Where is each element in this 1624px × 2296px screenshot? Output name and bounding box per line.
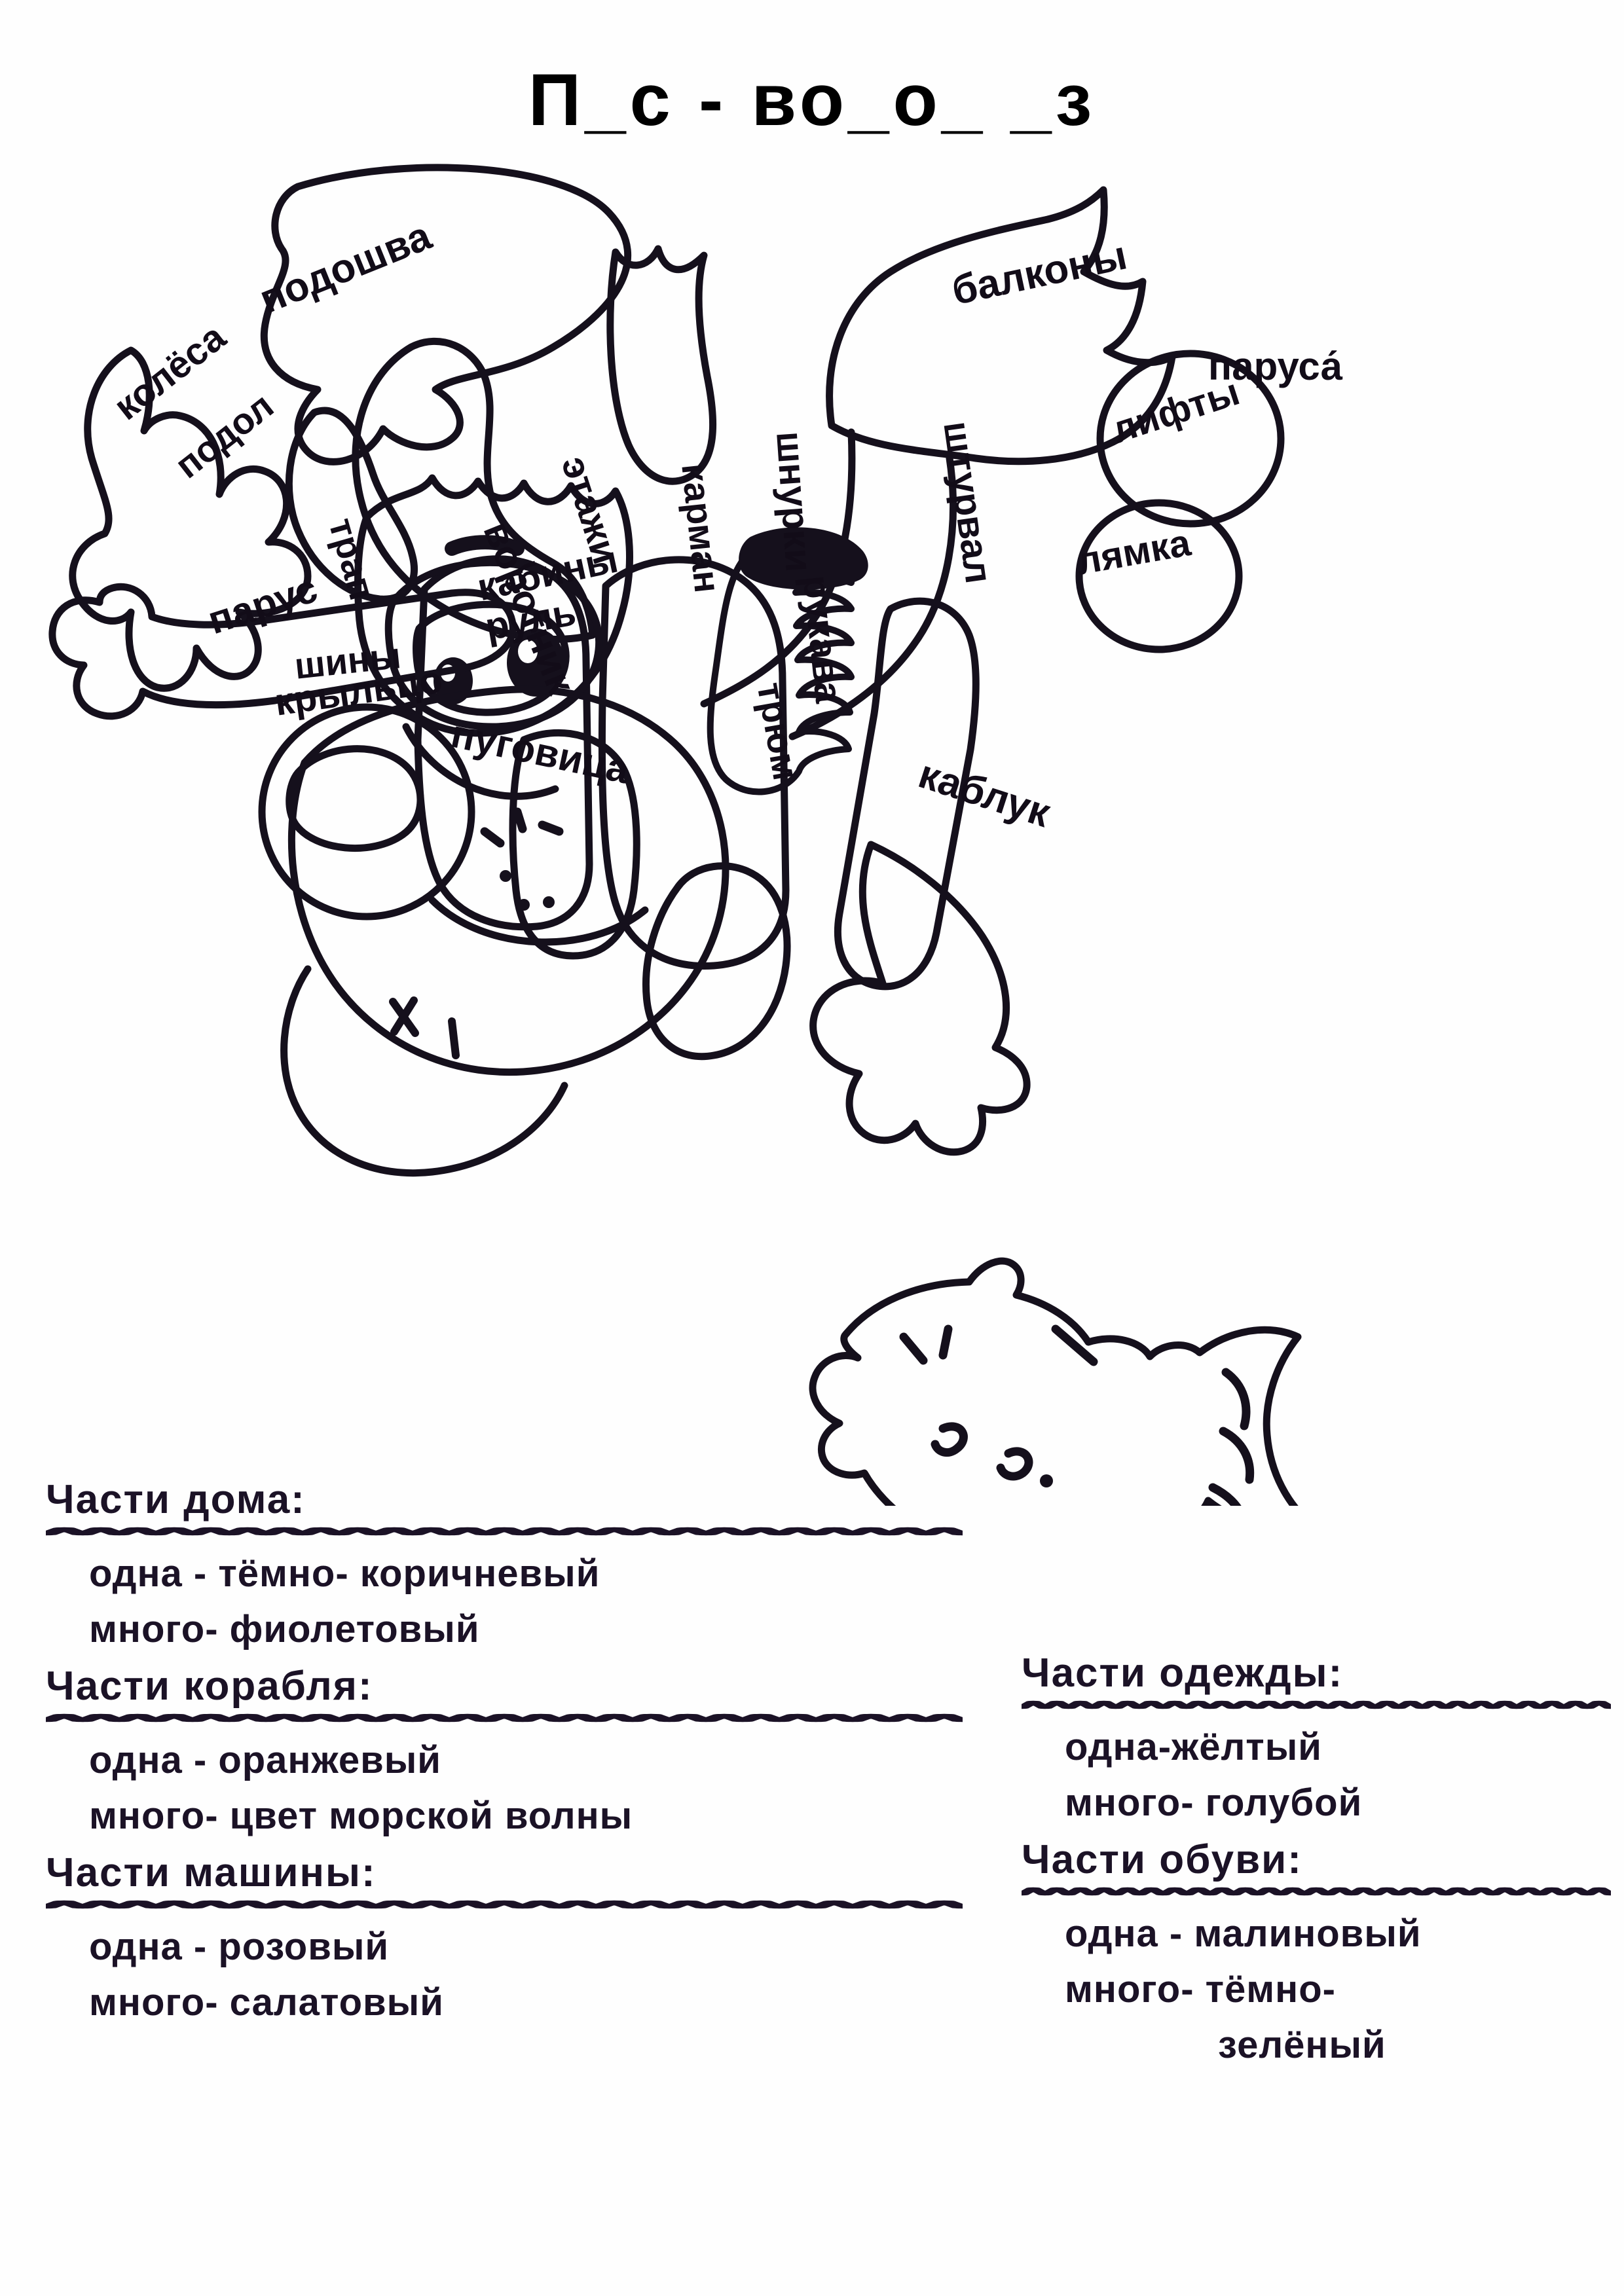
legend-row: много- голубой (1065, 1781, 1363, 1824)
legend-row: много- цвет морской волны (89, 1795, 633, 1837)
legend-group-heading: Части дома: (46, 1477, 306, 1522)
legend-group: Части обуви: одна - малиновый много- тёмно… (1022, 1836, 1611, 2067)
legend-group-heading: Части обуви: (1022, 1837, 1302, 1882)
legend-group-heading: Части корабля: (46, 1664, 373, 1709)
legend-group-heading: Части машины: (46, 1850, 377, 1895)
legend-row: много- тёмно- (1065, 1968, 1336, 2011)
legend-row: много- фиолетовый (89, 1608, 480, 1650)
squiggly-underline (46, 1525, 963, 1540)
page-title: П_с - во_о_ _з (528, 59, 1096, 141)
legend-left-column: Части дома: одна - тёмно- коричневый много… (46, 1476, 963, 2036)
squiggly-underline (1022, 1699, 1611, 1713)
legend-row: одна - розовый (89, 1925, 390, 1968)
legend-row: одна-жёлтый (1065, 1726, 1322, 1768)
legend-row: зелёный (1218, 2024, 1386, 2066)
legend-group: Части корабля: одна - оранжевый много- цве… (46, 1663, 963, 1838)
squiggly-underline (1022, 1886, 1611, 1900)
legend-group: Части одежды: одна-жёлтый много- голубой (1022, 1650, 1611, 1825)
legend-group-heading: Части одежды: (1022, 1650, 1344, 1696)
part-label: паруса́ (1208, 344, 1342, 388)
part-label: шнурки (768, 429, 821, 574)
legend-row: одна - оранжевый (89, 1739, 441, 1781)
squiggly-underline (46, 1899, 963, 1913)
legend-group: Части машины: одна - розовый много- салато… (46, 1850, 963, 2024)
color-legend: Части дома: одна - тёмно- коричневый много… (0, 1476, 1624, 2295)
squiggly-underline (46, 1712, 963, 1726)
legend-row: много- салатовый (89, 1981, 444, 2024)
legend-group: Части дома: одна - тёмно- коричневый много… (46, 1476, 963, 1651)
legend-row: одна - тёмно- коричневый (89, 1552, 600, 1595)
legend-row: одна - малиновый (1065, 1912, 1422, 1955)
